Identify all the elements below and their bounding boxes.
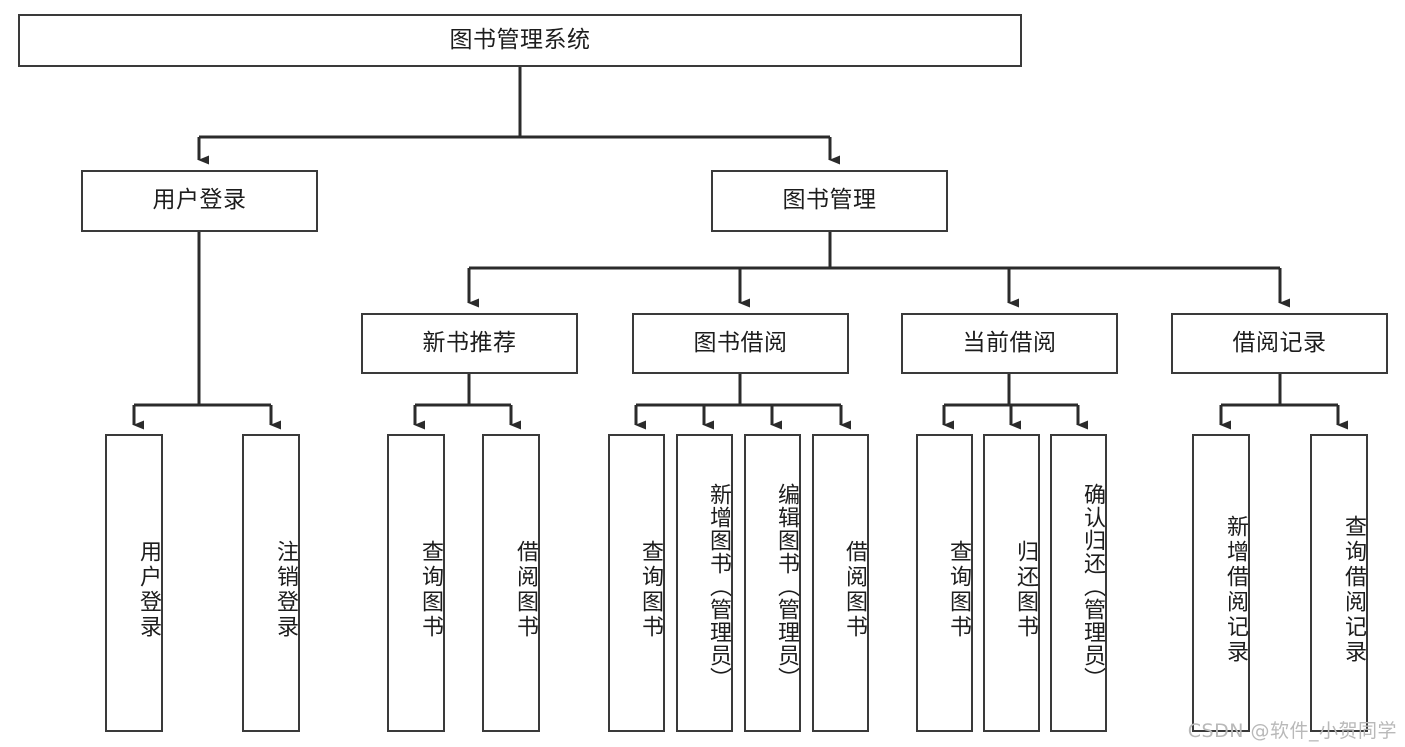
node-label: 当前借阅 bbox=[962, 329, 1057, 356]
node-label: 查询借阅记录 bbox=[1341, 515, 1366, 665]
node-label: 用户登录 bbox=[152, 187, 247, 214]
node-label: 注销登录 bbox=[273, 540, 298, 640]
leaf-query-record[interactable]: 查询借阅记录 bbox=[1310, 434, 1368, 732]
node-book-borrow[interactable]: 图书借阅 bbox=[632, 313, 849, 374]
node-new-book-recommend[interactable]: 新书推荐 bbox=[361, 313, 578, 374]
node-borrow-record[interactable]: 借阅记录 bbox=[1171, 313, 1388, 374]
node-label: 确认归还（管理员） bbox=[1080, 482, 1105, 690]
node-label: 查询图书 bbox=[638, 540, 663, 640]
node-label: 图书管理 bbox=[782, 187, 877, 214]
leaf-user-logout[interactable]: 注销登录 bbox=[242, 434, 300, 732]
node-label: 图书管理系统 bbox=[449, 26, 591, 53]
node-label: 查询图书 bbox=[946, 540, 971, 640]
leaf-borrow-book-2[interactable]: 借阅图书 bbox=[812, 434, 869, 732]
leaf-query-book-1[interactable]: 查询图书 bbox=[387, 434, 445, 732]
node-label: 编辑图书（管理员） bbox=[774, 482, 799, 690]
node-label: 用户登录 bbox=[136, 540, 161, 640]
node-label: 归还图书 bbox=[1013, 540, 1038, 640]
csdn-watermark: CSDN @软件_小贺同学 bbox=[1187, 720, 1397, 742]
node-current-borrow[interactable]: 当前借阅 bbox=[901, 313, 1118, 374]
leaf-add-record[interactable]: 新增借阅记录 bbox=[1192, 434, 1250, 732]
node-label: 新增图书（管理员） bbox=[706, 482, 731, 690]
node-label: 借阅记录 bbox=[1232, 329, 1327, 356]
node-label: 图书借阅 bbox=[693, 329, 788, 356]
node-root-book-management-system[interactable]: 图书管理系统 bbox=[18, 14, 1022, 67]
leaf-add-book[interactable]: 新增图书（管理员） bbox=[676, 434, 733, 732]
node-user-login[interactable]: 用户登录 bbox=[81, 170, 318, 232]
node-label: 新书推荐 bbox=[422, 329, 517, 356]
node-label: 新增借阅记录 bbox=[1223, 515, 1248, 665]
node-label: 借阅图书 bbox=[842, 540, 867, 640]
leaf-query-book-2[interactable]: 查询图书 bbox=[608, 434, 665, 732]
leaf-edit-book[interactable]: 编辑图书（管理员） bbox=[744, 434, 801, 732]
node-label: 查询图书 bbox=[418, 540, 443, 640]
node-label: 借阅图书 bbox=[513, 540, 538, 640]
leaf-return-book[interactable]: 归还图书 bbox=[983, 434, 1040, 732]
node-book-manage[interactable]: 图书管理 bbox=[711, 170, 948, 232]
leaf-user-login[interactable]: 用户登录 bbox=[105, 434, 163, 732]
leaf-query-book-3[interactable]: 查询图书 bbox=[916, 434, 973, 732]
leaf-confirm-return[interactable]: 确认归还（管理员） bbox=[1050, 434, 1107, 732]
leaf-borrow-book-1[interactable]: 借阅图书 bbox=[482, 434, 540, 732]
